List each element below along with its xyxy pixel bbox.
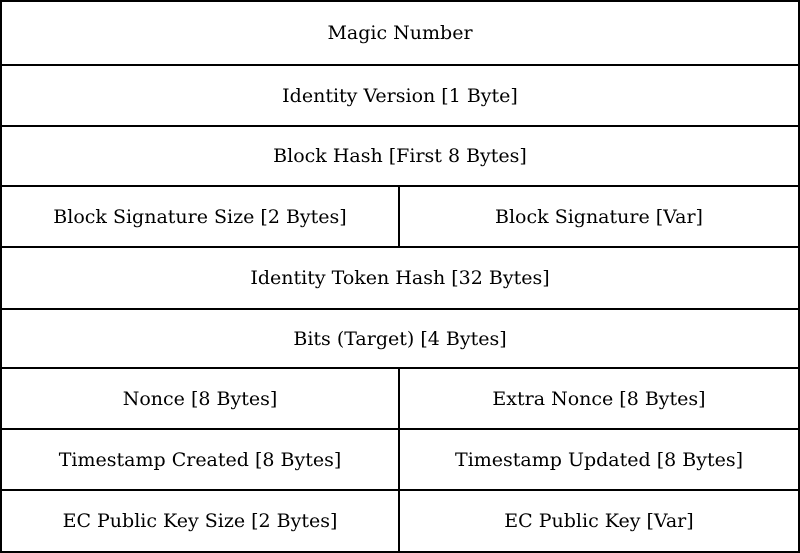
row-magic-number: Magic Number [2, 2, 798, 64]
field-identity-version: Identity Version [1 Byte] [282, 84, 518, 107]
field-timestamp-updated: Timestamp Updated [8 Bytes] [455, 448, 743, 471]
field-block-signature: Block Signature [Var] [495, 205, 703, 228]
field-block-signature-size: Block Signature Size [2 Bytes] [2, 187, 400, 246]
row-block-signature: Block Signature Size [2 Bytes] Block Sig… [2, 185, 798, 246]
row-block-hash: Block Hash [First 8 Bytes] [2, 125, 798, 185]
field-block-hash: Block Hash [First 8 Bytes] [273, 145, 527, 167]
row-ec-public-key: EC Public Key Size [2 Bytes] EC Public K… [2, 489, 798, 551]
field-nonce: Nonce [8 Bytes] [2, 369, 400, 428]
field-extra-nonce: Extra Nonce [8 Bytes] [492, 387, 706, 410]
field-identity-token-hash: Identity Token Hash [32 Bytes] [250, 267, 550, 289]
row-timestamps: Timestamp Created [8 Bytes] Timestamp Up… [2, 428, 798, 489]
field-magic-number: Magic Number [327, 22, 473, 44]
row-identity-version: Identity Version [1 Byte] [2, 64, 798, 125]
field-timestamp-created: Timestamp Created [8 Bytes] [2, 430, 400, 489]
row-nonce: Nonce [8 Bytes] Extra Nonce [8 Bytes] [2, 367, 798, 428]
row-identity-token-hash: Identity Token Hash [32 Bytes] [2, 246, 798, 308]
field-ec-public-key: EC Public Key [Var] [504, 510, 694, 532]
field-ec-public-key-size: EC Public Key Size [2 Bytes] [2, 491, 400, 551]
field-bits-target: Bits (Target) [4 Bytes] [293, 327, 507, 350]
row-bits-target: Bits (Target) [4 Bytes] [2, 308, 798, 367]
